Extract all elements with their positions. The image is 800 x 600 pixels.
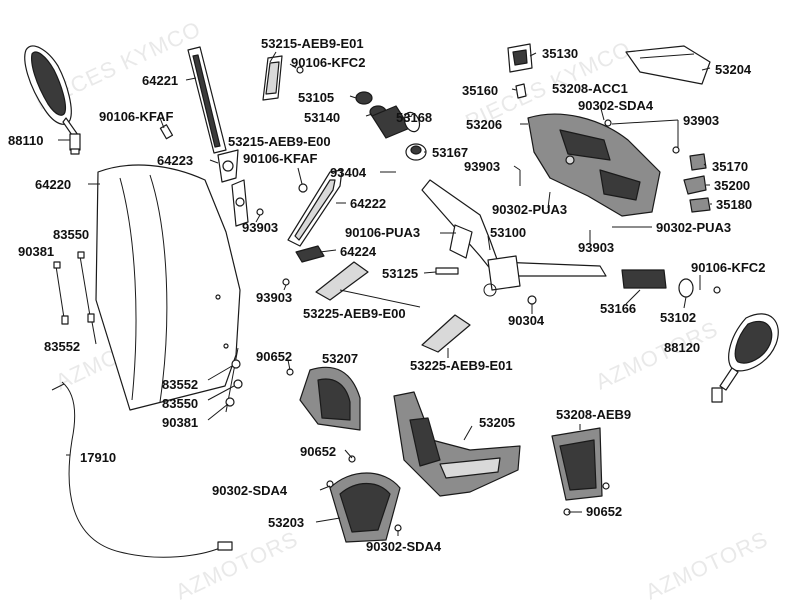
label-53204: 53204: [715, 62, 752, 77]
bracket-64224-part: [295, 245, 325, 263]
grip-53166-part: [621, 269, 667, 289]
net-53225-e01-part: [421, 314, 471, 353]
label-53205: 53205: [479, 415, 515, 430]
cover-53208-aeb9-part: [551, 427, 603, 501]
label-90302-sda4-bottom: 90302-SDA4: [366, 539, 442, 554]
label-93903-lower-mid: 93903: [578, 240, 614, 255]
label-35180: 35180: [716, 197, 752, 212]
label-83550-low: 83550: [162, 396, 198, 411]
leader-lines: [58, 51, 712, 536]
watermark-text-4: AZMOTORS: [592, 316, 722, 395]
label-90302-pua3-right: 90302-PUA3: [656, 220, 731, 235]
label-53140: 53140: [304, 110, 340, 125]
label-90652-left: 90652: [256, 349, 292, 364]
label-90106-kfaf-left: 90106-KFAF: [99, 109, 173, 124]
label-35160: 35160: [462, 83, 498, 98]
label-53206: 53206: [466, 117, 502, 132]
label-90652-right: 90652: [586, 504, 622, 519]
watermark-text-6: AZMOTORS: [642, 526, 772, 600]
watermark-text-5: AZMOTORS: [172, 526, 302, 600]
label-83552-low: 83552: [162, 377, 198, 392]
label-90106-kfc2-top: 90106-KFC2: [291, 55, 365, 70]
label-90302-sda4-mid: 90302-SDA4: [212, 483, 288, 498]
cover-53204-part: [625, 45, 711, 85]
label-90302-pua3-mid: 90302-PUA3: [492, 202, 567, 217]
cover-53203-part: [329, 472, 401, 543]
ring-53167-part: [405, 143, 427, 161]
bracket-64223-part: [217, 149, 239, 183]
bracket-kfaf-part: [231, 179, 249, 227]
label-53102: 53102: [660, 310, 696, 325]
label-88120: 88120: [664, 340, 700, 355]
label-53203: 53203: [268, 515, 304, 530]
label-53215-aeb9-e00: 53215-AEB9-E00: [228, 134, 331, 149]
label-93404: 93404: [330, 165, 367, 180]
label-83552-top: 83552: [44, 339, 80, 354]
switch-35200-part: [683, 175, 707, 195]
label-90106-pua3: 90106-PUA3: [345, 225, 420, 240]
label-93903-left: 93903: [242, 220, 278, 235]
label-83550-top: 83550: [53, 227, 89, 242]
label-90106-kfc2-right: 90106-KFC2: [691, 260, 765, 275]
part-labels: 53215-AEB9-E01 90106-KFC2 35130 53204 64…: [8, 36, 765, 554]
label-90304: 90304: [508, 313, 545, 328]
label-90652-mid: 90652: [300, 444, 336, 459]
label-90106-kfaf-mid: 90106-KFAF: [243, 151, 317, 166]
label-53168: 53168: [396, 110, 432, 125]
label-17910: 17910: [80, 450, 116, 465]
label-53207: 53207: [322, 351, 358, 366]
label-53100: 53100: [490, 225, 526, 240]
label-88110: 88110: [8, 133, 43, 148]
left-mirror-part: [24, 45, 81, 155]
label-93903-mid: 93903: [464, 159, 500, 174]
label-64221: 64221: [142, 73, 178, 88]
switch-35180-part: [689, 197, 711, 213]
cover-53205-part: [393, 391, 521, 497]
label-53167: 53167: [432, 145, 468, 160]
bracket-64221-part: [187, 46, 227, 154]
panel-64222-part: [287, 169, 343, 247]
end-cap-53102-part: [678, 278, 694, 298]
label-35170: 35170: [712, 159, 748, 174]
switch-35170-part: [689, 153, 707, 171]
label-53225-aeb9-e01: 53225-AEB9-E01: [410, 358, 513, 373]
cover-53207-part: [299, 366, 361, 431]
knob-53105-part: [355, 91, 373, 105]
label-53125: 53125: [382, 266, 418, 281]
handlebar-housing-53206-part: [527, 113, 661, 217]
label-64223: 64223: [157, 153, 193, 168]
label-53208-aeb9: 53208-AEB9: [556, 407, 631, 422]
label-53225-aeb9-e00: 53225-AEB9-E00: [303, 306, 406, 321]
bolt-53125-part: [435, 267, 459, 275]
windshield-64220-part: [95, 164, 241, 411]
label-53105: 53105: [298, 90, 334, 105]
label-53215-aeb9-e01: 53215-AEB9-E01: [261, 36, 364, 51]
clip-35160-part: [515, 83, 527, 99]
right-mirror-part: [711, 313, 779, 403]
label-53166: 53166: [600, 301, 636, 316]
cable-17910-part: [51, 381, 233, 558]
label-90381-top: 90381: [18, 244, 54, 259]
label-64220: 64220: [35, 177, 71, 192]
screws-lower-part: [225, 347, 243, 413]
label-64224: 64224: [340, 244, 377, 259]
screws-left-part: [53, 251, 95, 325]
plate-53215-e01-part: [262, 55, 283, 101]
label-53208-acc1: 53208-ACC1: [552, 81, 628, 96]
label-90302-sda4-top: 90302-SDA4: [578, 98, 654, 113]
label-35130: 35130: [542, 46, 578, 61]
label-93903-right: 93903: [683, 113, 719, 128]
label-93903-low: 93903: [256, 290, 292, 305]
net-53225-e00-part: [315, 261, 369, 301]
label-90381-low: 90381: [162, 415, 198, 430]
label-35200: 35200: [714, 178, 750, 193]
label-64222: 64222: [350, 196, 386, 211]
switch-35130-part: [507, 43, 533, 73]
